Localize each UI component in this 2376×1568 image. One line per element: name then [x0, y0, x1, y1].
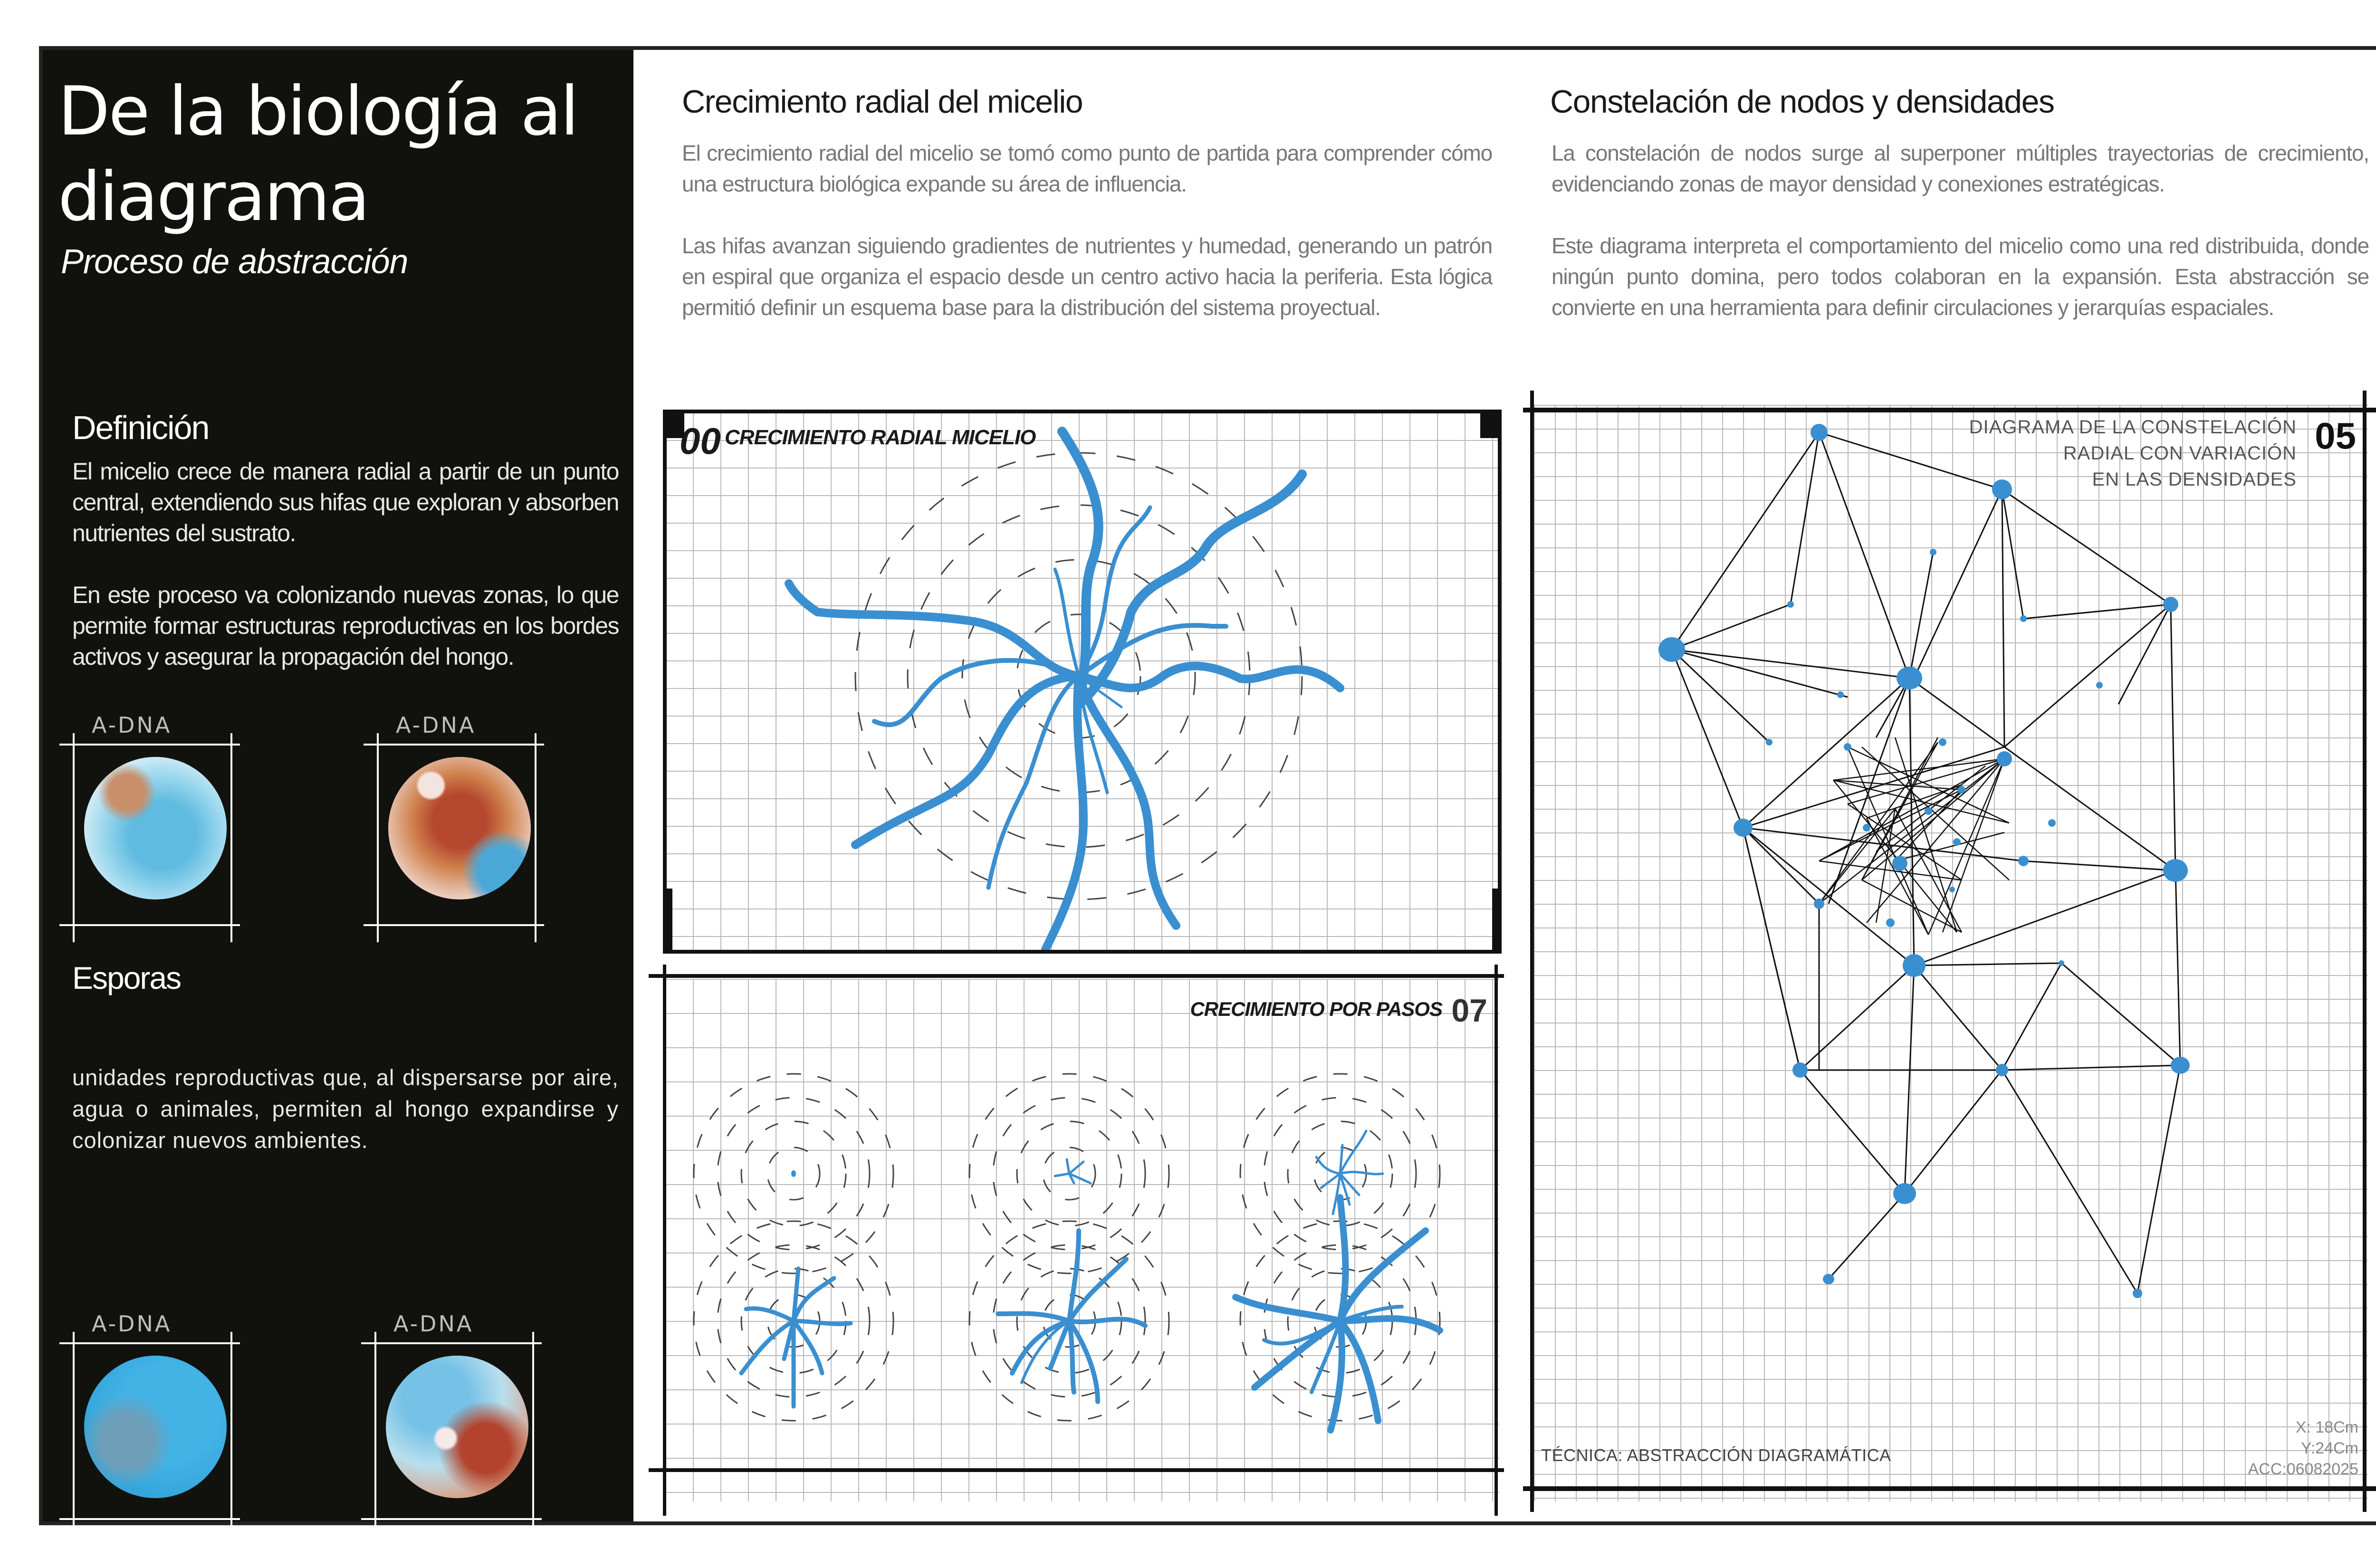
- radial-panel-frame: [663, 410, 1502, 954]
- micrograph-frame-3: A-DNA: [59, 1311, 278, 1541]
- panel-number: 00: [680, 420, 721, 462]
- micrograph-image-red-stained: [388, 757, 531, 899]
- stepwise-growth-panel: CRECIMIENTO POR PASOS 07: [665, 979, 1499, 1501]
- panel-title: CRECIMIENTO POR PASOS: [1190, 998, 1443, 1020]
- meta-x: X: 18Cm: [2295, 1418, 2358, 1436]
- growth-steps-diagram: [693, 1073, 1443, 1434]
- meta-acc: ACC:06082025: [2248, 1460, 2358, 1478]
- definition-paragraph-1: El micelio crece de manera radial a part…: [72, 458, 620, 546]
- micrograph-frame-2: A-DNA: [364, 712, 582, 942]
- constellation-heading: Constelación de nodos y densidades: [1550, 84, 2055, 120]
- page-subtitle: Proceso de abstracción: [61, 243, 408, 281]
- constellation-panel: DIAGRAMA DE LA CONSTELACIÓN RADIAL CON V…: [1534, 405, 2368, 1501]
- micrograph-label: A-DNA: [396, 712, 476, 738]
- constellation-paragraph-1: La constelación de nodos surge al superp…: [1552, 141, 2369, 196]
- constellation-diagram: [1658, 424, 2190, 1298]
- radial-mycelium-diagram: [785, 427, 1344, 950]
- spores-body: unidades reproductivas que, al dispersar…: [72, 1065, 619, 1153]
- radial-paragraph-2: Las hifas avanzan siguiendo gradientes d…: [682, 233, 1493, 320]
- micrograph-label: A-DNA: [393, 1311, 474, 1337]
- constellation-paragraph-2: Este diagrama interpreta el comportamien…: [1552, 233, 2369, 320]
- panel-title: CRECIMIENTO RADIAL MICELIO: [725, 426, 1036, 449]
- micrograph-label: A-DNA: [92, 712, 172, 738]
- page-title: De la biología al diagrama: [58, 69, 628, 240]
- radial-heading: Crecimiento radial del micelio: [682, 84, 1083, 120]
- constellation-body: La constelación de nodos surge al superp…: [1552, 138, 2369, 354]
- sidebar-panel: De la biología al diagrama Proceso de ab…: [43, 50, 633, 1541]
- micrograph-frame-1: A-DNA: [59, 712, 278, 942]
- definition-heading: Definición: [72, 409, 210, 446]
- title-line-2: diagrama: [58, 158, 370, 236]
- micrograph-frame-4: A-DNA: [361, 1311, 580, 1541]
- meta-y: Y:24Cm: [2301, 1439, 2358, 1457]
- panel-number: 05: [2315, 415, 2356, 457]
- radial-body: El crecimiento radial del micelio se tom…: [682, 138, 1493, 354]
- title-line: EN LAS DENSIDADES: [2092, 469, 2297, 490]
- radial-growth-panel: 00 CRECIMIENTO RADIAL MICELIO: [665, 412, 1499, 950]
- micrograph-image-blue-field: [84, 1356, 227, 1498]
- micrograph-image-blue-hyphae: [84, 757, 227, 899]
- poster-frame: [39, 46, 2376, 1525]
- spores-heading: Esporas: [72, 960, 182, 995]
- title-line: RADIAL CON VARIACIÓN: [2063, 443, 2297, 464]
- title-line: DIAGRAMA DE LA CONSTELACIÓN: [1969, 417, 2297, 438]
- definition-paragraph-2: En este proceso va colonizando nuevas zo…: [72, 582, 620, 670]
- technique-label: TÉCNICA: ABSTRACCIÓN DIAGRAMÁTICA: [1541, 1445, 1891, 1465]
- title-line-1: De la biología al: [58, 72, 579, 151]
- panel-meta: X: 18Cm Y:24Cm ACC:06082025: [2248, 1417, 2358, 1480]
- definition-body: El micelio crece de manera radial a part…: [72, 456, 620, 703]
- constellation-panel-title: DIAGRAMA DE LA CONSTELACIÓN RADIAL CON V…: [1969, 414, 2297, 493]
- panel-number: 07: [1451, 993, 1487, 1029]
- radial-paragraph-1: El crecimiento radial del micelio se tom…: [682, 141, 1493, 196]
- micrograph-label: A-DNA: [92, 1311, 172, 1337]
- micrograph-image-mixed: [386, 1356, 528, 1498]
